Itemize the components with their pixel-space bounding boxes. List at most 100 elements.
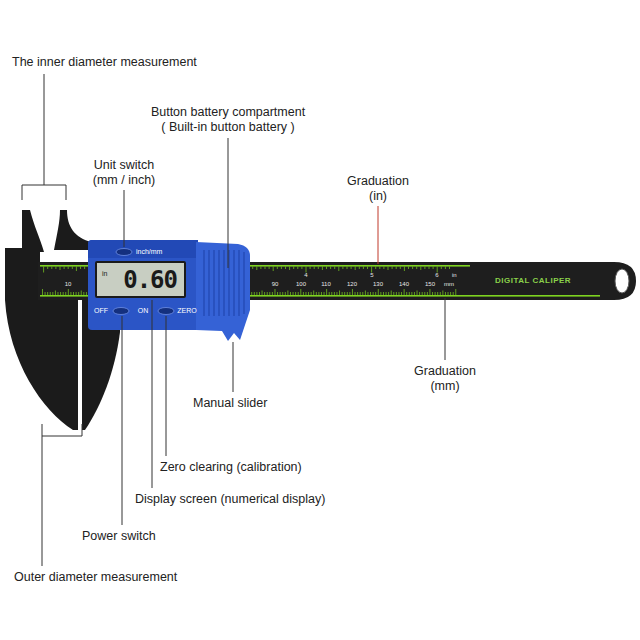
mm-tick (347, 292, 348, 295)
leader-line (378, 206, 379, 264)
mm-tick (293, 292, 294, 295)
mm-tick (50, 292, 51, 295)
mm-tick (448, 292, 449, 295)
mm-tick (83, 292, 84, 295)
callout-label: Unit switch (94, 158, 154, 172)
inch-tick (306, 267, 307, 273)
mm-tick (321, 292, 322, 295)
mm-tick (73, 292, 74, 295)
grip-rib (233, 250, 234, 316)
inch-tick (314, 267, 315, 270)
inch-tick (367, 267, 368, 270)
mm-tick (373, 292, 374, 295)
mm-tick (393, 292, 394, 295)
mm-tick (378, 289, 379, 295)
inch-tick (277, 267, 278, 270)
callout-label: Power switch (82, 529, 156, 543)
mm-tick (251, 292, 252, 295)
mm-tick (277, 292, 278, 295)
mm-tick (429, 289, 430, 295)
inch-tick (408, 267, 409, 270)
scale-number: 100 (296, 281, 306, 288)
scale-number: 110 (321, 281, 331, 288)
inch-tick (445, 267, 446, 270)
mm-tick (419, 292, 420, 295)
inch-tick (301, 267, 302, 270)
mm-tick (396, 292, 397, 295)
mm-tick (303, 292, 304, 295)
mm-tick (311, 292, 312, 295)
mm-tick (272, 292, 273, 295)
inch-tick (371, 267, 372, 273)
mm-tick (352, 289, 353, 295)
inch-tick (429, 267, 430, 270)
mm-tick (76, 292, 77, 295)
inch-tick (43, 267, 44, 273)
button-label: ZERO (177, 307, 196, 315)
mm-tick (52, 292, 53, 295)
reading-value: 0.60 (123, 268, 177, 292)
inch-tick (334, 267, 335, 270)
mm-tick (442, 291, 443, 296)
inch-tick (310, 267, 311, 270)
mm-tick (375, 292, 376, 295)
mm-tick (262, 291, 263, 296)
callout-label: (mm / inch) (93, 173, 156, 187)
mm-tick (68, 289, 69, 295)
inch-tick (400, 267, 401, 270)
mm-tick (256, 292, 257, 295)
mm-tick (339, 291, 340, 296)
unit-indicator: in (102, 270, 107, 277)
slider-top-strip (88, 240, 198, 258)
grip-rib (243, 252, 244, 314)
scale-number: 90 (272, 281, 279, 288)
button-label: OFF (94, 307, 108, 315)
inch-tick (437, 267, 438, 273)
scale-unit: in (452, 272, 457, 279)
mm-tick (308, 292, 309, 295)
inch-tick (412, 267, 413, 270)
mm-tick (404, 289, 405, 295)
mm-tick (300, 289, 301, 295)
mm-tick (269, 292, 270, 295)
inch-tick (363, 267, 364, 270)
button-label: inch/mm (136, 248, 162, 256)
grip-rib (238, 250, 239, 316)
inch-tick (347, 267, 348, 270)
mm-tick (63, 292, 64, 295)
zero-button (158, 308, 174, 315)
grip-rib (208, 250, 209, 316)
inch-tick (285, 267, 286, 270)
callout-label: (mm) (430, 379, 459, 393)
leader-lines (22, 74, 445, 566)
inch-tick (289, 267, 290, 271)
inch-tick (252, 267, 253, 270)
callout-label: Manual slider (193, 396, 267, 410)
grip-ribs (204, 250, 244, 316)
scale-number: 120 (347, 281, 357, 288)
mm-tick (388, 292, 389, 295)
callout-label: ( Built-in button battery ) (161, 120, 294, 134)
mm-tick (313, 291, 314, 296)
leader-line (233, 342, 234, 392)
mm-tick (360, 292, 361, 295)
inch-tick (60, 267, 61, 271)
mm-tick (386, 292, 387, 295)
mm-tick (453, 292, 454, 295)
caliper-beam (38, 262, 636, 300)
outer-bracket (42, 424, 82, 436)
grip-rib (203, 250, 204, 316)
callout-label: (in) (369, 189, 387, 203)
mm-tick (267, 292, 268, 295)
leader-line (44, 74, 45, 185)
inner-bracket (22, 185, 66, 200)
inch-tick (322, 267, 323, 271)
mm-tick (81, 291, 82, 296)
mm-tick (326, 289, 327, 295)
leader-line (166, 316, 167, 456)
inch-tick (388, 267, 389, 271)
leader-line (42, 436, 43, 566)
grip-rib (223, 250, 224, 316)
